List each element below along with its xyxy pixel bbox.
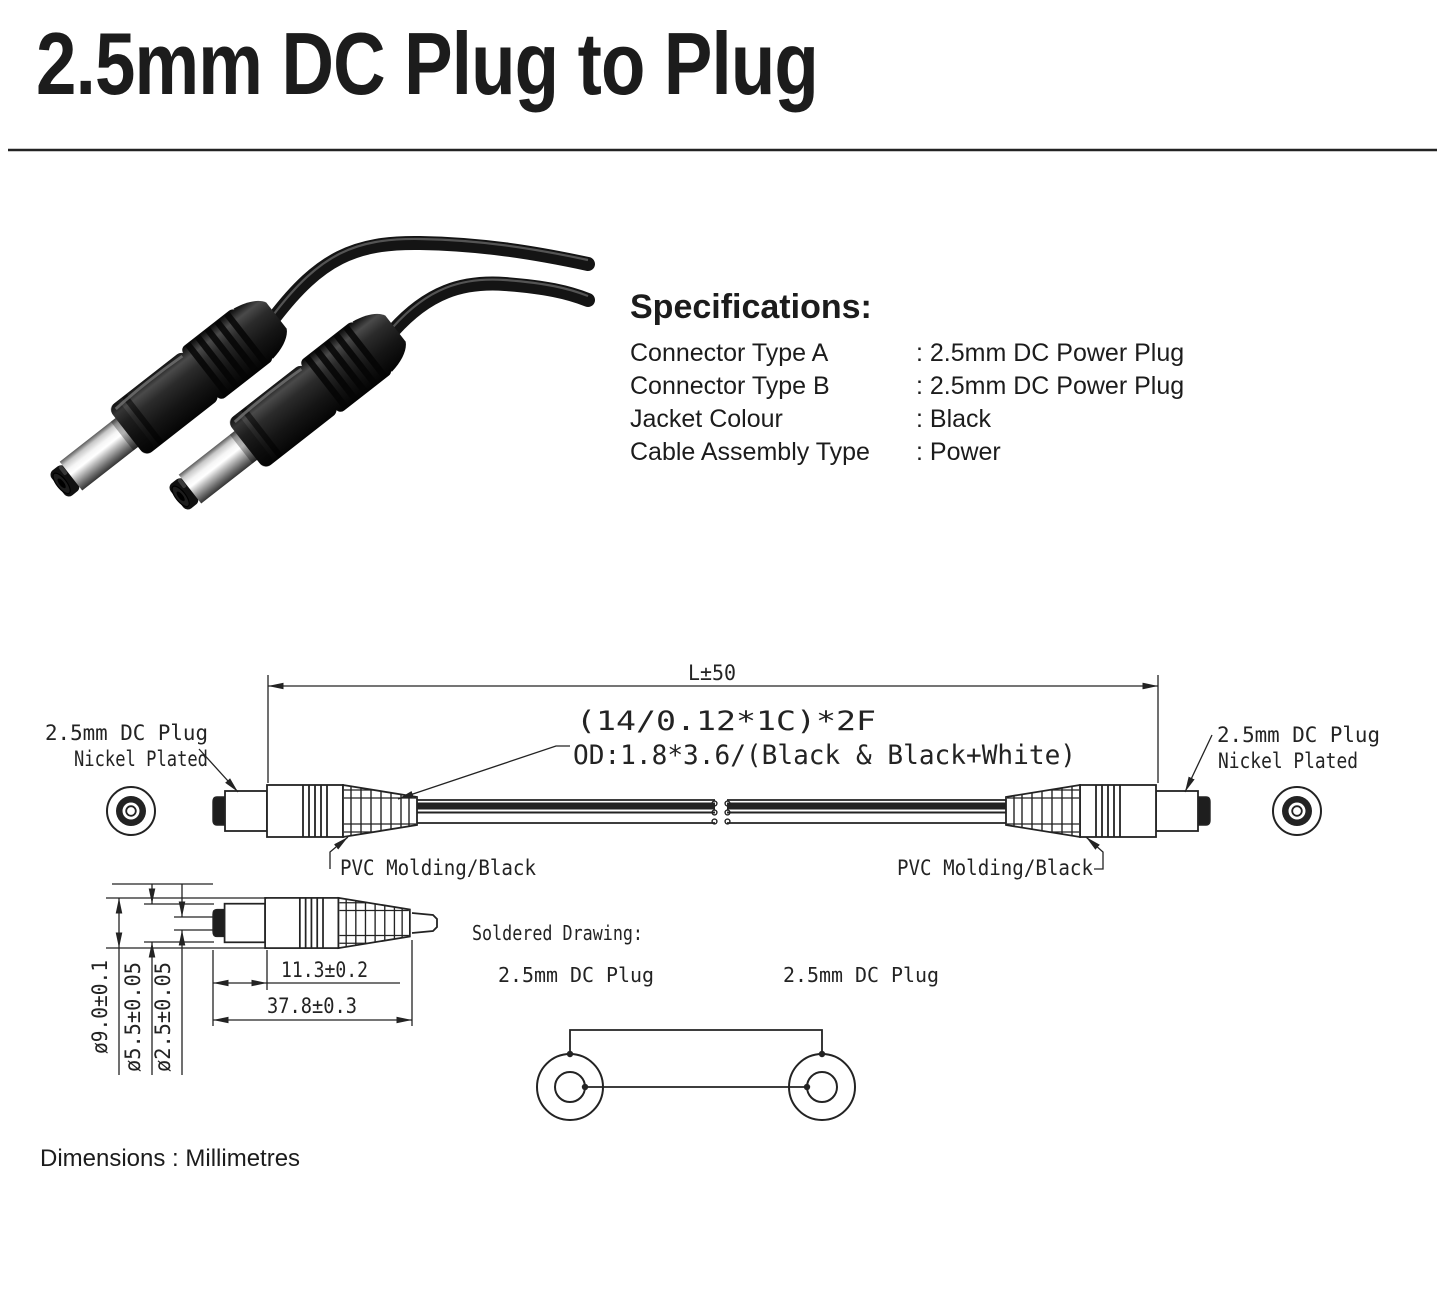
molding-label-right: PVC Molding/Black	[897, 836, 1104, 880]
front-view-left	[106, 786, 156, 836]
side-view-plug-left	[212, 784, 418, 838]
dim-view-cable-stub	[411, 912, 438, 934]
molding-label-right-text: PVC Molding/Black	[897, 856, 1093, 880]
plug-dimension-view: ø9.0±0.1 ø5.5±0.05 ø2.5±0.05 11.3±0.2 37…	[88, 883, 438, 1075]
dim-outer-text: ø9.0±0.1	[88, 960, 112, 1054]
dim-view-plug	[212, 897, 411, 949]
spec-value: : 2.5mm DC Power Plug	[916, 339, 1184, 367]
cable-assembly-drawing: L±50 (14/0.12*1C)*2F OD:1.8*3.6/(Black &…	[45, 661, 1380, 880]
spec-value: : Power	[916, 438, 1001, 466]
soldered-drawing: Soldered Drawing: 2.5mm DC Plug 2.5mm DC…	[472, 921, 939, 1121]
dim-barrel-length-text: 11.3±0.2	[281, 958, 368, 982]
diameter-dim-pin: ø2.5±0.05	[151, 884, 186, 1075]
soldered-right-label: 2.5mm DC Plug	[783, 963, 939, 987]
diameter-dim-outer: ø9.0±0.1	[88, 898, 123, 1075]
cable-run	[417, 799, 1006, 825]
plug-label-right: 2.5mm DC Plug Nickel Plated	[1184, 723, 1380, 793]
spec-label: Connector Type B	[630, 372, 830, 400]
page-title: 2.5mm DC Plug to Plug	[36, 14, 818, 113]
spec-label: Connector Type A	[630, 339, 829, 367]
plug-label-right-line2: Nickel Plated	[1218, 749, 1358, 773]
length-dimension: L±50	[267, 661, 1159, 783]
cable-spec-line2: OD:1.8*3.6/(Black & Black+White)	[573, 740, 1076, 771]
spec-label: Cable Assembly Type	[630, 438, 870, 466]
cable-break-symbol	[711, 800, 731, 825]
photo-cable-right-highlight	[392, 278, 589, 328]
overall-length-dimension: 37.8±0.3	[213, 940, 413, 1026]
cable-spec-callout: (14/0.12*1C)*2F OD:1.8*3.6/(Black & Blac…	[397, 706, 1076, 800]
molding-label-left-text: PVC Molding/Black	[340, 856, 536, 880]
plug-label-right-line1: 2.5mm DC Plug	[1217, 723, 1380, 747]
plug-label-left-line1: 2.5mm DC Plug	[45, 721, 208, 745]
product-photo	[35, 235, 595, 527]
cable-spec-leader	[397, 745, 570, 800]
cable-spec-line1: (14/0.12*1C)*2F	[576, 706, 876, 737]
specifications-section: Specifications: Connector Type A : 2.5mm…	[630, 288, 1184, 466]
soldered-heading: Soldered Drawing:	[472, 921, 643, 945]
photo-cable-left	[267, 235, 595, 325]
spec-value: : 2.5mm DC Power Plug	[916, 372, 1184, 400]
soldered-schematic	[536, 1029, 856, 1121]
plug-label-left-line2: Nickel Plated	[74, 747, 208, 771]
dim-barrel-text: ø5.5±0.05	[121, 962, 145, 1072]
front-view-right	[1272, 786, 1322, 836]
spec-label: Jacket Colour	[630, 405, 783, 433]
diameter-dim-barrel: ø5.5±0.05	[121, 884, 156, 1075]
dim-pin-text: ø2.5±0.05	[151, 962, 175, 1072]
footer-note: Dimensions : Millimetres	[40, 1145, 300, 1172]
photo-cable-right	[386, 276, 595, 338]
plug-label-left: 2.5mm DC Plug Nickel Plated	[45, 721, 239, 793]
side-view-plug-right	[1005, 784, 1211, 838]
molding-label-left: PVC Molding/Black	[329, 836, 536, 880]
photo-cable-left-highlight	[273, 237, 589, 315]
length-dim-text: L±50	[688, 661, 736, 685]
dim-overall-length-text: 37.8±0.3	[267, 994, 357, 1018]
soldered-left-label: 2.5mm DC Plug	[498, 963, 654, 987]
spec-value: : Black	[916, 405, 992, 433]
barrel-length-dimension: 11.3±0.2	[212, 950, 400, 1026]
specifications-heading: Specifications:	[630, 288, 872, 326]
